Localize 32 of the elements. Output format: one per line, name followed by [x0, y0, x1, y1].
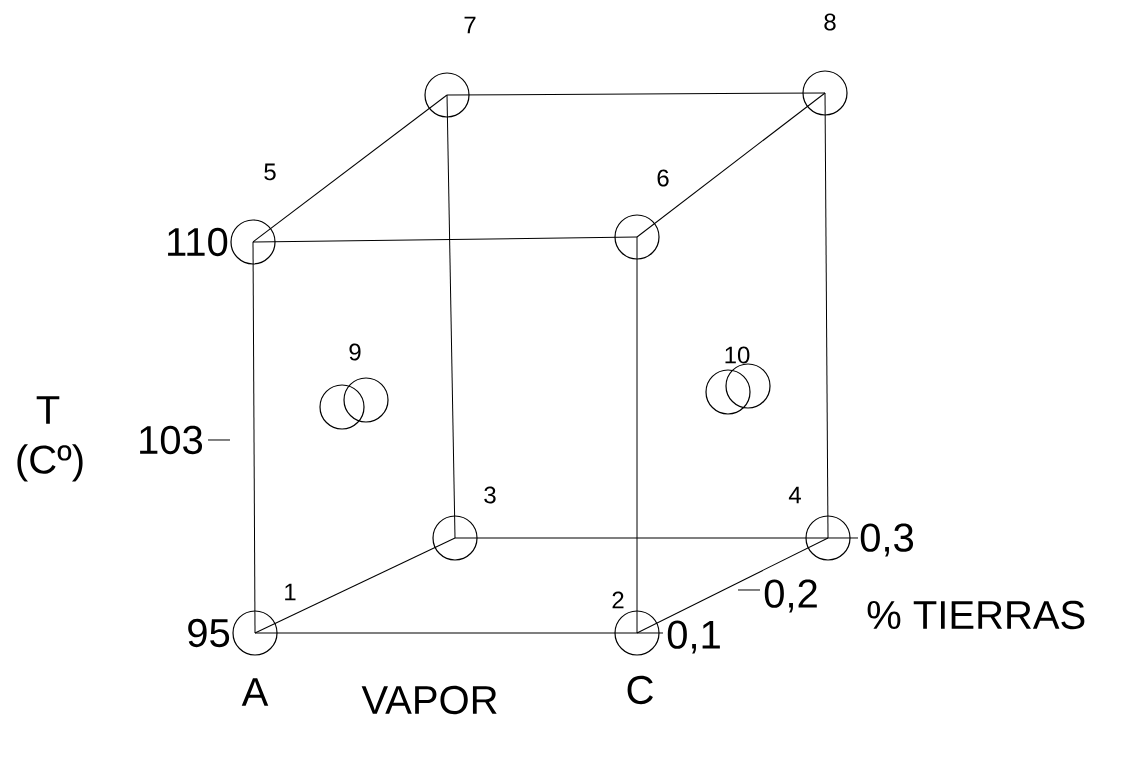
cube-edge: [252, 236, 638, 243]
point-number: 1: [285, 583, 296, 601]
cube-edge: [824, 92, 829, 539]
cube-edge: [254, 537, 456, 634]
axis-label: 0,3: [860, 523, 914, 557]
cube-edge: [252, 241, 256, 634]
point-number: 9: [349, 343, 361, 361]
axis-label: (Cº): [17, 444, 83, 482]
axis-label: VAPOR: [361, 685, 497, 715]
point-number: 8: [824, 13, 836, 31]
axis-label: 103: [140, 425, 203, 455]
axis-label: 95: [188, 618, 230, 648]
cube-edge: [254, 632, 638, 634]
point-number: 5: [264, 163, 276, 181]
cube-edge: [446, 94, 456, 539]
point-number: 4: [788, 486, 801, 504]
point-number: 10: [725, 346, 750, 364]
axis-label: T: [36, 396, 60, 424]
axis-label: % TIERRAS: [867, 600, 1085, 630]
point-number: 7: [464, 16, 476, 34]
axis-label: 0,1: [667, 620, 720, 654]
cube-edge: [454, 537, 829, 539]
point-number: 3: [484, 486, 496, 504]
axis-label: 0,2: [764, 579, 817, 613]
point-number: 6: [657, 169, 669, 187]
axis-label: 110: [168, 227, 228, 257]
cube-edge: [252, 94, 448, 243]
cube-edge: [636, 537, 829, 634]
cube-edge: [446, 92, 826, 96]
cube-edge: [636, 92, 826, 238]
cube-edge: [636, 236, 638, 634]
point-number: 2: [612, 591, 624, 609]
